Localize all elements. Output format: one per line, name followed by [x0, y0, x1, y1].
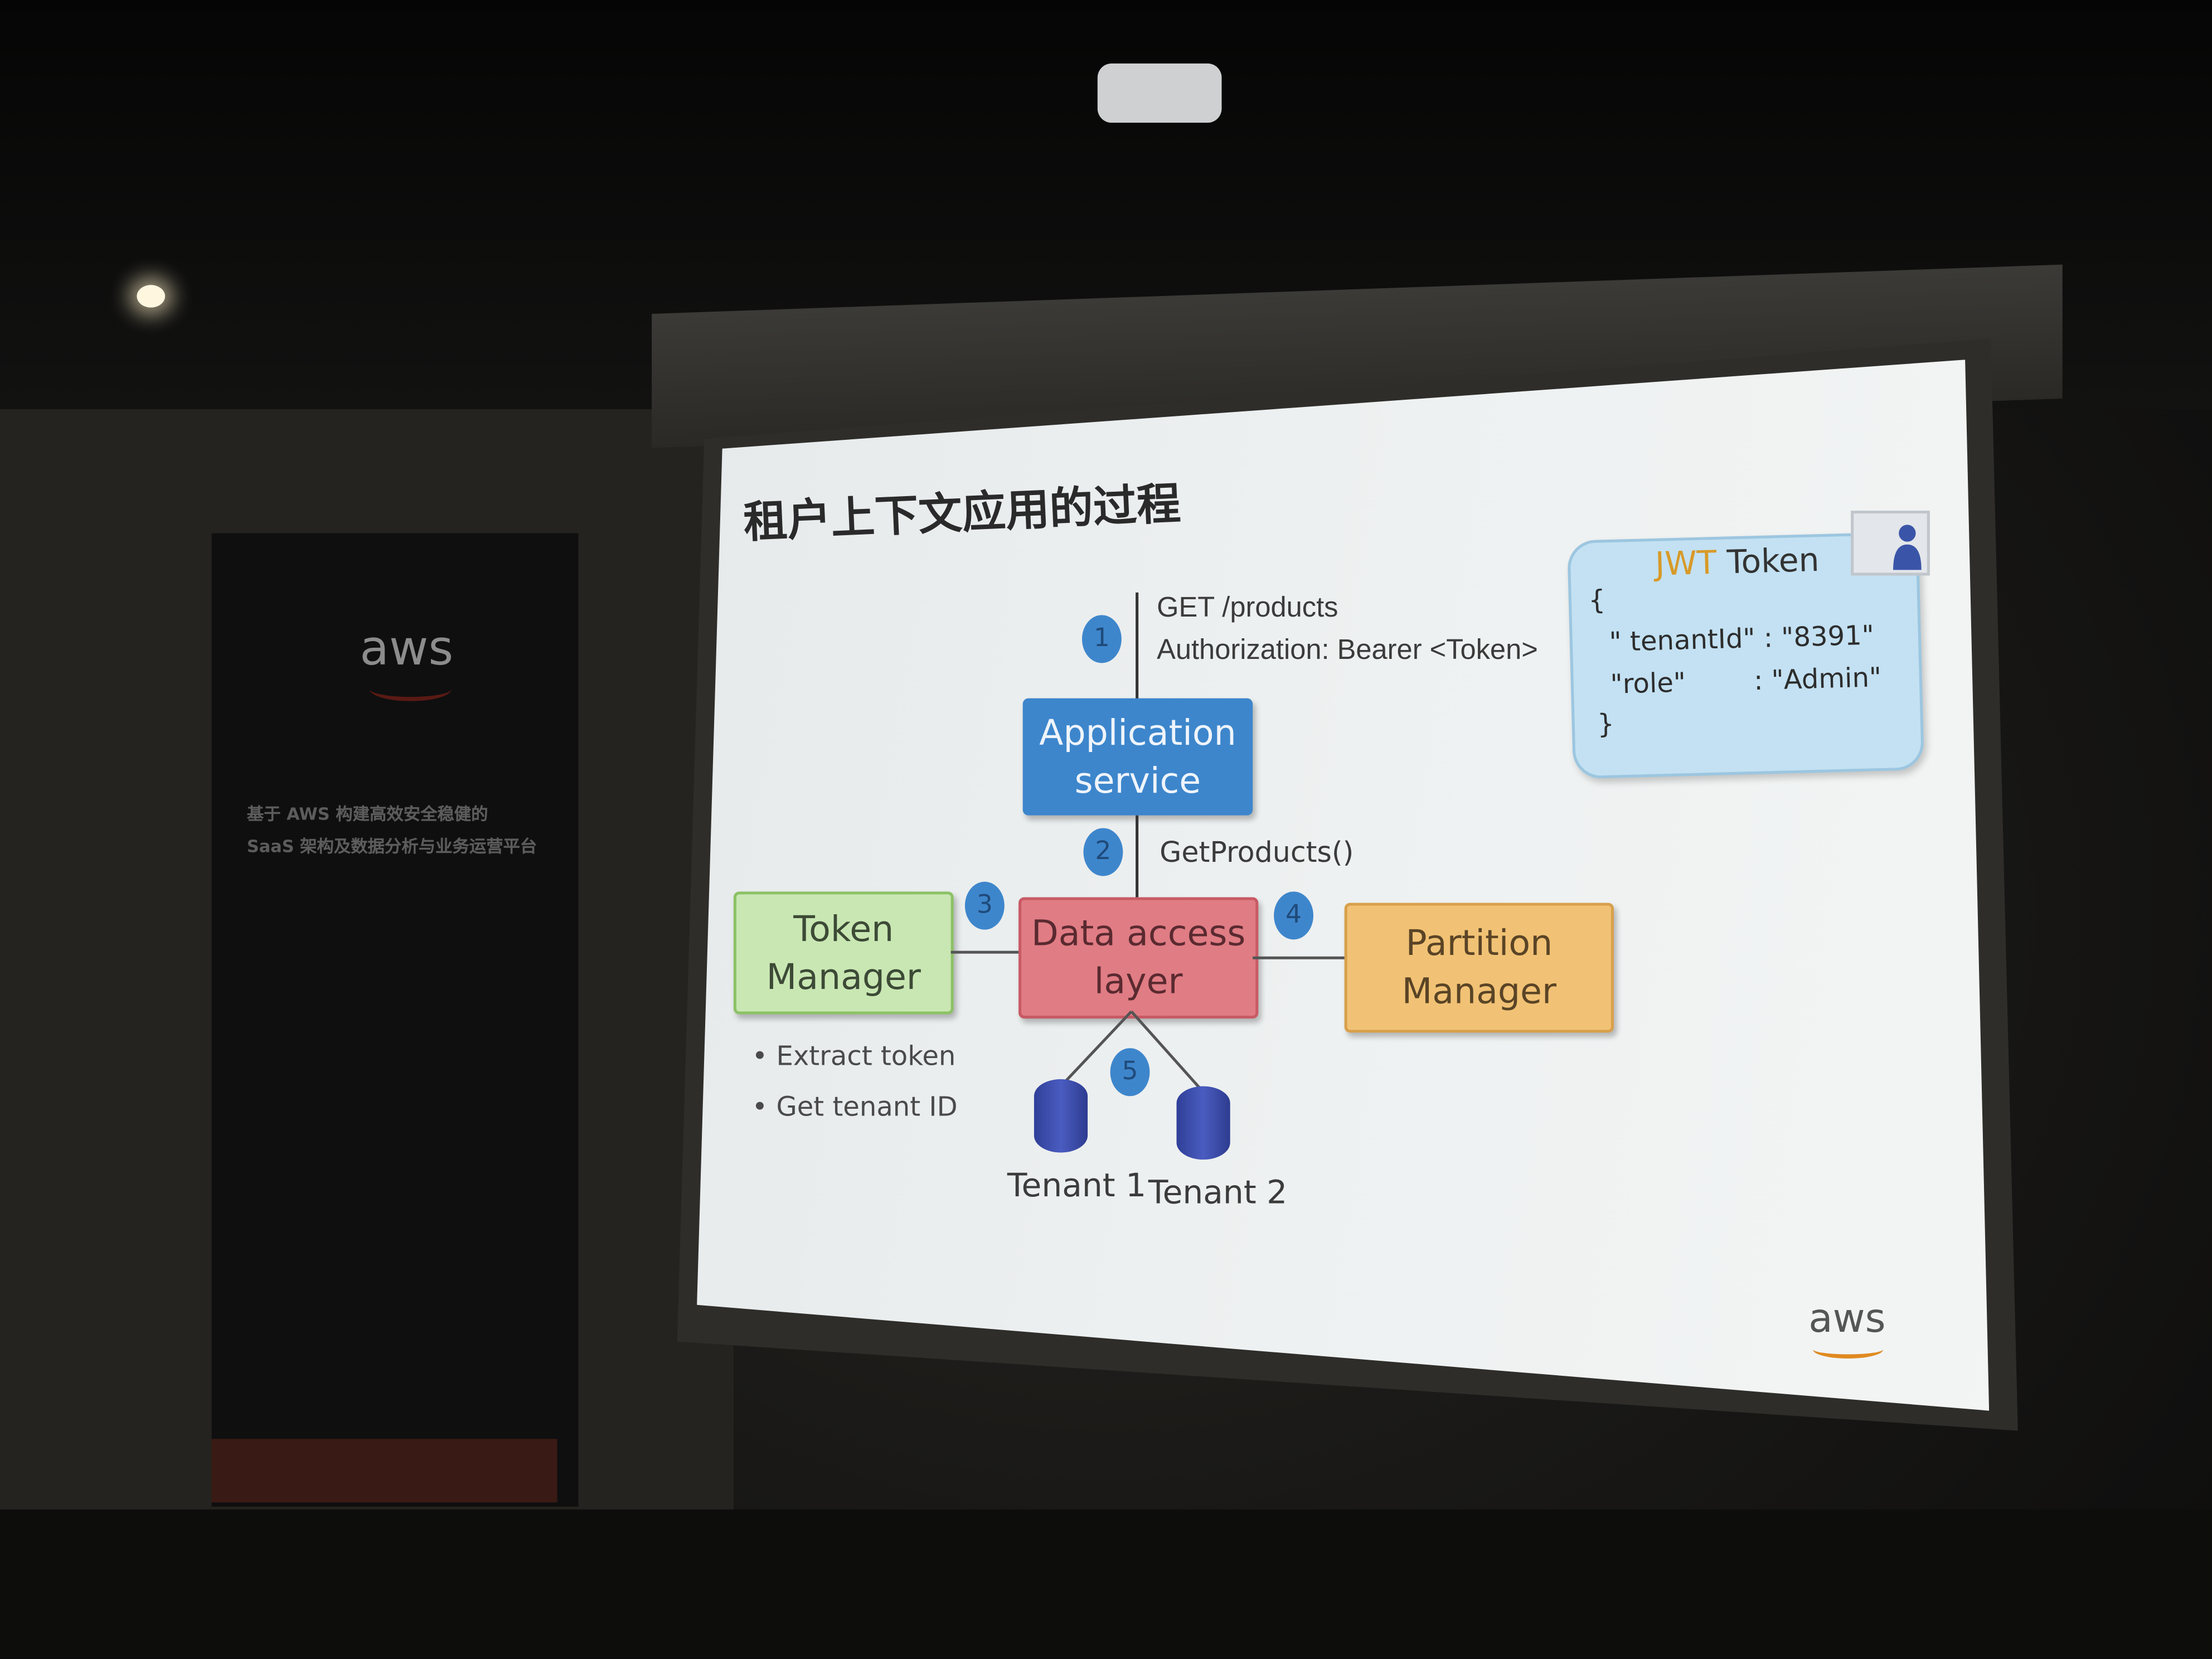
step-3-badge: 3 [964, 881, 1005, 930]
request-header: Authorization: Bearer <Token> [1157, 634, 1538, 666]
token-manager-arrow [950, 950, 1019, 954]
jwt-title: JWT Token [1655, 542, 1820, 583]
step-4-badge: 4 [1274, 891, 1313, 940]
tenant-2-database-icon [1176, 1086, 1230, 1160]
jwt-title-rest: Token [1726, 542, 1820, 582]
user-icon [1851, 511, 1930, 576]
partition-manager-arrow [1253, 956, 1345, 959]
data-access-layer-box: Data access layer [1018, 897, 1259, 1019]
get-products-line [1136, 815, 1139, 898]
projector [1097, 63, 1222, 123]
step-5-badge: 5 [1110, 1048, 1150, 1097]
partition-manager-line2: Manager [1401, 971, 1557, 1012]
banner-aws-logo: aws [360, 620, 454, 677]
bullet-extract-token-text: Extract token [776, 1041, 956, 1073]
slide-aws-smile-icon [1812, 1340, 1884, 1359]
banner-base [211, 1439, 557, 1503]
slide-title: 租户上下文应用的过程 [743, 479, 1182, 549]
jwt-role: "role" : "Admin" [1609, 662, 1882, 701]
tenant-1-label: Tenant 1 [1007, 1168, 1147, 1205]
bullet-get-tenant-id-text: Get tenant ID [776, 1092, 958, 1123]
banner-aws-smile-icon [370, 677, 452, 701]
request-method: GET /products [1157, 592, 1338, 624]
tenant-2-label: Tenant 2 [1148, 1175, 1288, 1212]
jwt-close-brace: } [1597, 709, 1615, 740]
banner-text-line2: SaaS 架构及数据分析与业务运营平台 [246, 836, 537, 857]
jwt-title-highlight: JWT [1655, 545, 1718, 584]
token-manager-line2: Manager [766, 955, 921, 997]
application-service-box: Application service [1022, 698, 1253, 816]
data-access-layer-line2: layer [1094, 961, 1183, 1002]
request-line [1136, 592, 1139, 700]
jwt-tenant-id: " tenantId" : "8391" [1609, 620, 1875, 658]
ceiling-lamp [137, 285, 166, 308]
step-2-badge: 2 [1083, 828, 1123, 876]
slide-aws-logo: aws [1808, 1295, 1886, 1342]
application-service-line1: Application [1039, 711, 1236, 753]
data-access-layer-line1: Data access [1031, 913, 1246, 954]
tenant-connector-lines [1060, 1010, 1203, 1092]
tenant-1-database-icon [1034, 1079, 1088, 1153]
partition-manager-line1: Partition [1405, 923, 1553, 964]
banner-text-line1: 基于 AWS 构建高效安全稳健的 [246, 804, 488, 824]
application-service-line2: service [1074, 759, 1201, 801]
get-products-label: GetProducts() [1160, 835, 1354, 869]
bullet-extract-token: • Extract token [751, 1041, 956, 1073]
token-manager-line1: Token [793, 908, 894, 949]
bullet-get-tenant-id: • Get tenant ID [751, 1092, 958, 1123]
step-1-badge: 1 [1081, 615, 1122, 663]
floor [0, 1509, 2212, 1659]
jwt-open-brace: { [1588, 585, 1606, 617]
